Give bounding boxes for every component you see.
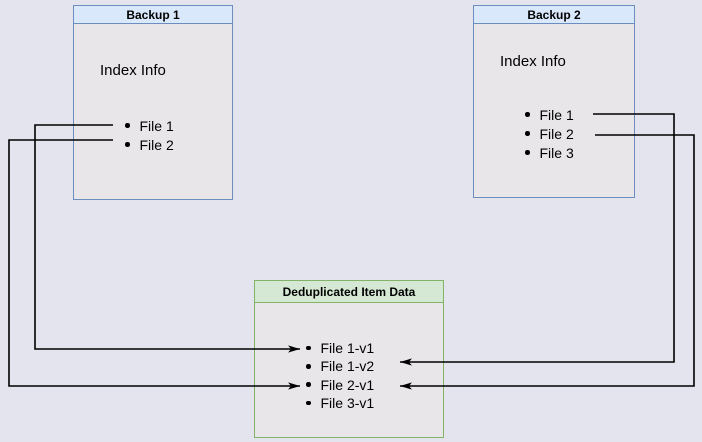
backup2-file1-label: File 1 bbox=[539, 106, 574, 123]
backup2-title-bar: Backup 2 bbox=[474, 6, 634, 24]
backup2-box: Backup 2 bbox=[473, 5, 635, 198]
dedup-file-list: File 1-v1 File 1-v2 File 2-v1 File 3-v1 bbox=[306, 339, 374, 412]
dedup-title-bar: Deduplicated Item Data bbox=[255, 281, 443, 303]
list-item: File 3 bbox=[525, 143, 574, 162]
list-item: File 1-v1 bbox=[306, 339, 374, 357]
list-item: File 3-v1 bbox=[306, 394, 374, 412]
dedup-file2v1-label: File 2-v1 bbox=[320, 376, 375, 393]
backup1-file2-label: File 2 bbox=[139, 136, 174, 153]
dedup-file1v1-label: File 1-v1 bbox=[320, 340, 375, 357]
backup1-title-bar: Backup 1 bbox=[74, 6, 232, 24]
list-item: File 1 bbox=[125, 116, 174, 135]
bullet-icon bbox=[525, 131, 530, 136]
bullet-icon bbox=[306, 345, 311, 351]
bullet-icon bbox=[306, 400, 311, 406]
backup2-index-info-label: Index Info bbox=[500, 53, 566, 70]
backup1-title: Backup 1 bbox=[126, 7, 180, 22]
backup2-title: Backup 2 bbox=[527, 7, 581, 22]
list-item: File 2 bbox=[125, 135, 174, 154]
backup1-file1-label: File 1 bbox=[139, 117, 174, 134]
backup1-index-info-label: Index Info bbox=[100, 62, 166, 79]
list-item: File 1-v2 bbox=[306, 357, 374, 375]
dedup-file1v2-label: File 1-v2 bbox=[320, 358, 375, 375]
list-item: File 2-v1 bbox=[306, 376, 374, 394]
backup2-file2-label: File 2 bbox=[539, 125, 574, 142]
bullet-icon bbox=[125, 123, 130, 128]
list-item: File 2 bbox=[525, 124, 574, 143]
backup1-box: Backup 1 bbox=[73, 5, 233, 200]
dedup-file3v1-label: File 3-v1 bbox=[320, 395, 375, 412]
backup2-file-list: File 1 File 2 File 3 bbox=[525, 105, 574, 162]
bullet-icon bbox=[306, 364, 311, 369]
bullet-icon bbox=[525, 112, 530, 117]
bullet-icon bbox=[125, 142, 130, 147]
backup2-file3-label: File 3 bbox=[539, 144, 574, 161]
list-item: File 1 bbox=[525, 105, 574, 124]
bullet-icon bbox=[525, 150, 530, 155]
bullet-icon bbox=[306, 382, 311, 387]
backup1-file-list: File 1 File 2 bbox=[125, 116, 174, 154]
dedup-title: Deduplicated Item Data bbox=[282, 284, 416, 299]
